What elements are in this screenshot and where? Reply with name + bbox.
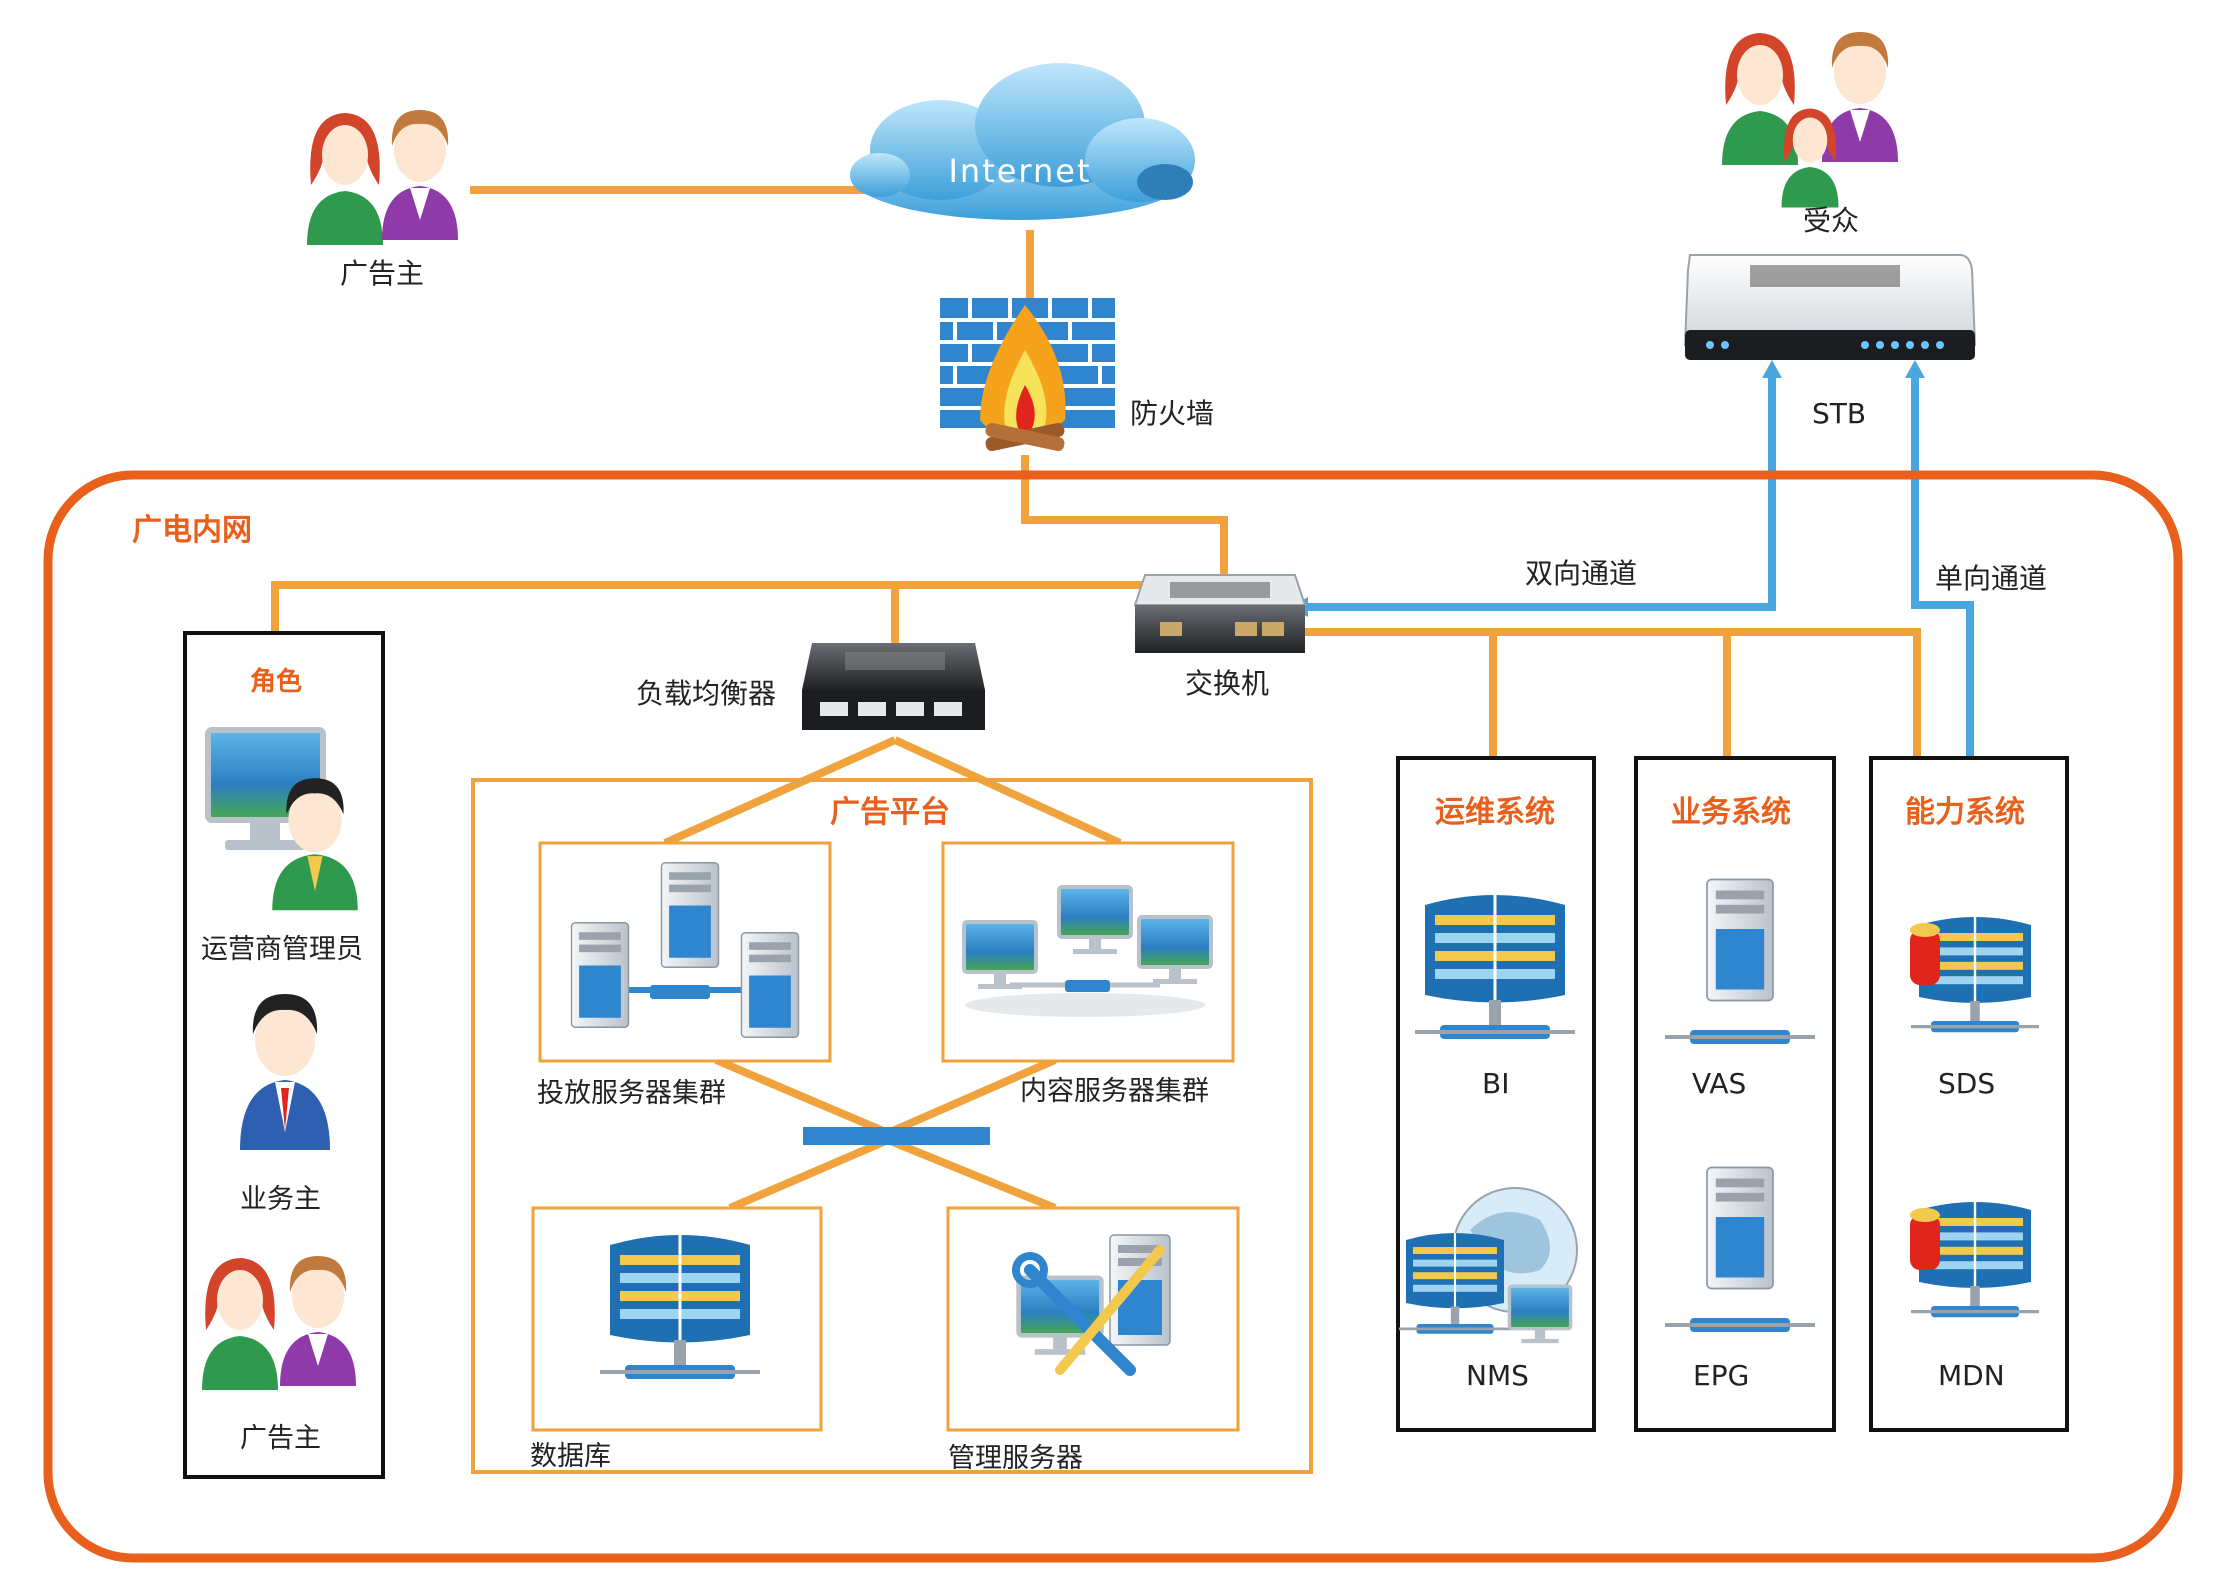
business-owner-label: 业务主	[240, 1184, 321, 1215]
audience-icon	[1722, 32, 1898, 208]
firewall-label: 防火墙	[1130, 397, 1214, 430]
firewall-icon	[940, 298, 1115, 452]
delivery-cluster-icon	[570, 862, 800, 1038]
business-owner-icon	[240, 994, 330, 1150]
switch-icon	[1133, 574, 1307, 653]
sds-icon	[1909, 915, 2041, 1034]
ad-platform-title: 广告平台	[830, 795, 950, 830]
switch-label: 交换机	[1185, 667, 1269, 700]
audience-label: 受众	[1803, 204, 1859, 237]
mdn-label: MDN	[1938, 1359, 2005, 1392]
orange-links	[271, 186, 1921, 1212]
business-system-title: 业务系统	[1671, 795, 1791, 830]
management-server-label: 管理服务器	[948, 1443, 1083, 1474]
load-balancer-icon	[802, 643, 985, 730]
content-cluster-icon	[962, 885, 1213, 1017]
epg-icon	[1665, 1166, 1815, 1332]
operator-admin-icon	[205, 727, 358, 911]
sds-label: SDS	[1938, 1067, 1995, 1100]
advertiser-top-icon	[307, 110, 458, 245]
arrow-to-stb-left-icon	[1762, 360, 1782, 378]
vas-icon	[1665, 878, 1815, 1044]
load-balancer-label: 负载均衡器	[636, 677, 776, 710]
management-server-icon	[1012, 1234, 1171, 1376]
intranet-boundary	[43, 470, 2183, 1563]
stb-label: STB	[1812, 397, 1866, 430]
ad-platform-box	[471, 778, 1313, 1474]
advertiser-role-label: 广告主	[240, 1423, 321, 1454]
nms-icon	[1397, 1187, 1578, 1345]
content-cluster-label: 内容服务器集群	[1020, 1076, 1209, 1107]
vas-label: VAS	[1692, 1067, 1746, 1100]
roles-title: 角色	[250, 666, 302, 697]
advertiser-top-label: 广告主	[340, 257, 424, 290]
stb-icon	[1683, 254, 1977, 360]
bi-label: BI	[1482, 1067, 1509, 1100]
intranet-label: 广电内网	[132, 513, 252, 548]
capability-system-title: 能力系统	[1905, 795, 2025, 830]
blue-links	[1295, 368, 1974, 760]
database-label: 数据库	[530, 1441, 611, 1472]
unidirectional-label: 单向通道	[1935, 562, 2047, 595]
platform-bus-bar	[803, 1127, 990, 1145]
ops-system-title: 运维系统	[1435, 795, 1555, 830]
mdn-icon	[1909, 1200, 2041, 1319]
bidirectional-label: 双向通道	[1525, 557, 1637, 590]
operator-admin-label: 运营商管理员	[201, 934, 363, 965]
delivery-cluster-label: 投放服务器集群	[537, 1078, 726, 1109]
arrow-to-stb-right-icon	[1905, 360, 1925, 378]
capability-system-box	[1869, 756, 2069, 1432]
epg-label: EPG	[1693, 1359, 1749, 1392]
nms-label: NMS	[1466, 1359, 1529, 1392]
internet-cloud-icon	[850, 63, 1195, 220]
internet-label: Internet	[948, 152, 1091, 190]
